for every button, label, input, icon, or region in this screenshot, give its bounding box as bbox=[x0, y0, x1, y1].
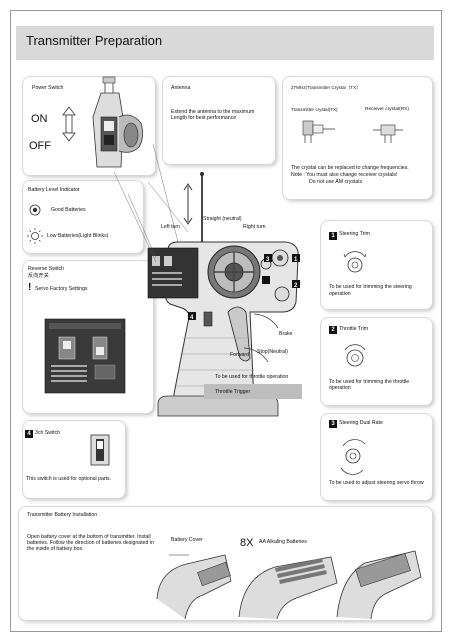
throttle-trim-panel: 2 Throttle Trim To be used for trimming … bbox=[321, 318, 432, 405]
antenna-text: Extend the antenna to the maximum Length… bbox=[171, 109, 255, 122]
throttle-trim-text-2: operation bbox=[329, 385, 351, 391]
reverse-switch-label-cn: 反向开关 bbox=[28, 273, 49, 279]
crystal-illustration bbox=[302, 120, 403, 143]
steering-trim-knob bbox=[343, 251, 367, 273]
rx-crystal-label: Receiver crystal(RX) bbox=[365, 107, 409, 112]
straight-label: Straight (neutral) bbox=[203, 216, 242, 222]
steering-trim-panel: 1 Steering Trim To be used for trimming … bbox=[321, 221, 432, 309]
reverse-switch-panel: Reverse Switch 反向开关 ! Servo Factory Sett… bbox=[23, 261, 153, 413]
throttle-trigger-label: Throttle Trigger bbox=[215, 389, 251, 395]
transmitter-illustration: 3 1 2 4 bbox=[113, 143, 300, 417]
tx-crystal-label: Transmitter crystal(TX) bbox=[291, 107, 338, 112]
throttle-operation-label: To be used for throttle operation bbox=[215, 374, 289, 380]
throttle-trim-text-1: To be used for trimming the throttle bbox=[329, 379, 410, 385]
svg-text:3: 3 bbox=[266, 257, 270, 263]
battery-install-text: Open battery cover at the bottom of tran… bbox=[27, 534, 154, 553]
steering-trim-label: Steering Trim bbox=[339, 231, 370, 237]
power-switch-label: Power Switch bbox=[32, 85, 64, 91]
throttle-trigger-bar bbox=[204, 384, 302, 399]
reverse-switch-label: Reverse Switch bbox=[28, 266, 65, 272]
brake-label: Brake bbox=[279, 331, 293, 337]
page-frame bbox=[10, 10, 442, 632]
aa-batteries-label: AA Alkaling Batteries bbox=[259, 539, 307, 545]
forward-label: Forward bbox=[230, 352, 250, 358]
ch3-text: This switch is used for optional parts. bbox=[26, 476, 112, 482]
battery-install-panel: Transmitter Battery Installation Open ba… bbox=[19, 507, 432, 620]
power-switch-illustration bbox=[62, 76, 143, 168]
antenna-panel: Antenna Extend the antenna to the maximu… bbox=[163, 77, 275, 164]
ch3-label: 3ch Switch bbox=[35, 430, 61, 436]
crystal-note-2: Note : You must also change receiver cry… bbox=[291, 172, 398, 178]
servo-factory-text: Servo Factory Settings bbox=[35, 286, 88, 292]
battery-level-panel: Battery Level Indicator Good Batteries L… bbox=[23, 181, 143, 253]
crystal-label: 27MHz(Transmitter Crystal（TX） bbox=[291, 85, 361, 90]
badge-1: 1 bbox=[329, 232, 337, 240]
steering-trim-text-2: operation bbox=[329, 291, 351, 297]
dual-rate-text: To be used to adjust steering servo thro… bbox=[329, 480, 424, 486]
crystal-note-3: Do not use AM crystals bbox=[309, 179, 363, 185]
badge-2: 2 bbox=[329, 326, 337, 334]
dual-rate-knob bbox=[340, 439, 366, 475]
power-switch-panel: Power Switch ON OFF bbox=[23, 76, 155, 175]
antenna-label: Antenna bbox=[171, 85, 191, 91]
stop-label: Stop(Neutral) bbox=[257, 349, 288, 355]
svg-text:4: 4 bbox=[190, 315, 194, 321]
svg-text:2: 2 bbox=[294, 283, 298, 289]
battery-count: 8X bbox=[240, 537, 254, 549]
battery-cover-label: Battery Cover bbox=[171, 537, 203, 543]
battery-led-icons bbox=[27, 204, 43, 244]
ch3-switch-panel: 4 3ch Switch This switch is used for opt… bbox=[23, 421, 125, 498]
good-batteries-text: Good Batteries bbox=[51, 207, 86, 213]
dual-rate-label: Steering Dual Rate bbox=[339, 420, 383, 426]
steering-trim-text-1: To be used for trimming the steering bbox=[329, 284, 412, 290]
throttle-trim-label: Throttle Trim bbox=[339, 326, 369, 332]
badge-3: 3 bbox=[329, 420, 337, 428]
ch3-switch-illustration bbox=[90, 434, 110, 466]
svg-text:1: 1 bbox=[294, 257, 298, 263]
left-turn-label: Left turn bbox=[161, 224, 181, 230]
reverse-switch-illustration bbox=[44, 318, 126, 394]
battery-install-label: Transmitter Battery Installation bbox=[27, 512, 98, 518]
battery-install-illustration bbox=[156, 550, 422, 620]
off-label: OFF bbox=[29, 140, 51, 152]
dual-rate-panel: 3 Steering Dual Rate To be used to adjus… bbox=[321, 414, 432, 500]
low-batteries-text: Low Batteries(Light Blinks) bbox=[47, 233, 109, 239]
page-title: Transmitter Preparation bbox=[26, 33, 163, 48]
on-label: ON bbox=[31, 113, 48, 125]
page-header: Transmitter Preparation bbox=[16, 26, 434, 60]
right-turn-label: Right turn bbox=[243, 224, 266, 230]
throttle-trim-knob bbox=[344, 344, 366, 367]
crystal-note-1: The crystal can be replaced to change fr… bbox=[291, 165, 409, 171]
battery-level-label: Battery Level Indicator bbox=[28, 187, 80, 193]
badge-4: 4 bbox=[25, 430, 33, 438]
crystal-panel: 27MHz(Transmitter Crystal（TX） Transmitte… bbox=[283, 77, 432, 199]
